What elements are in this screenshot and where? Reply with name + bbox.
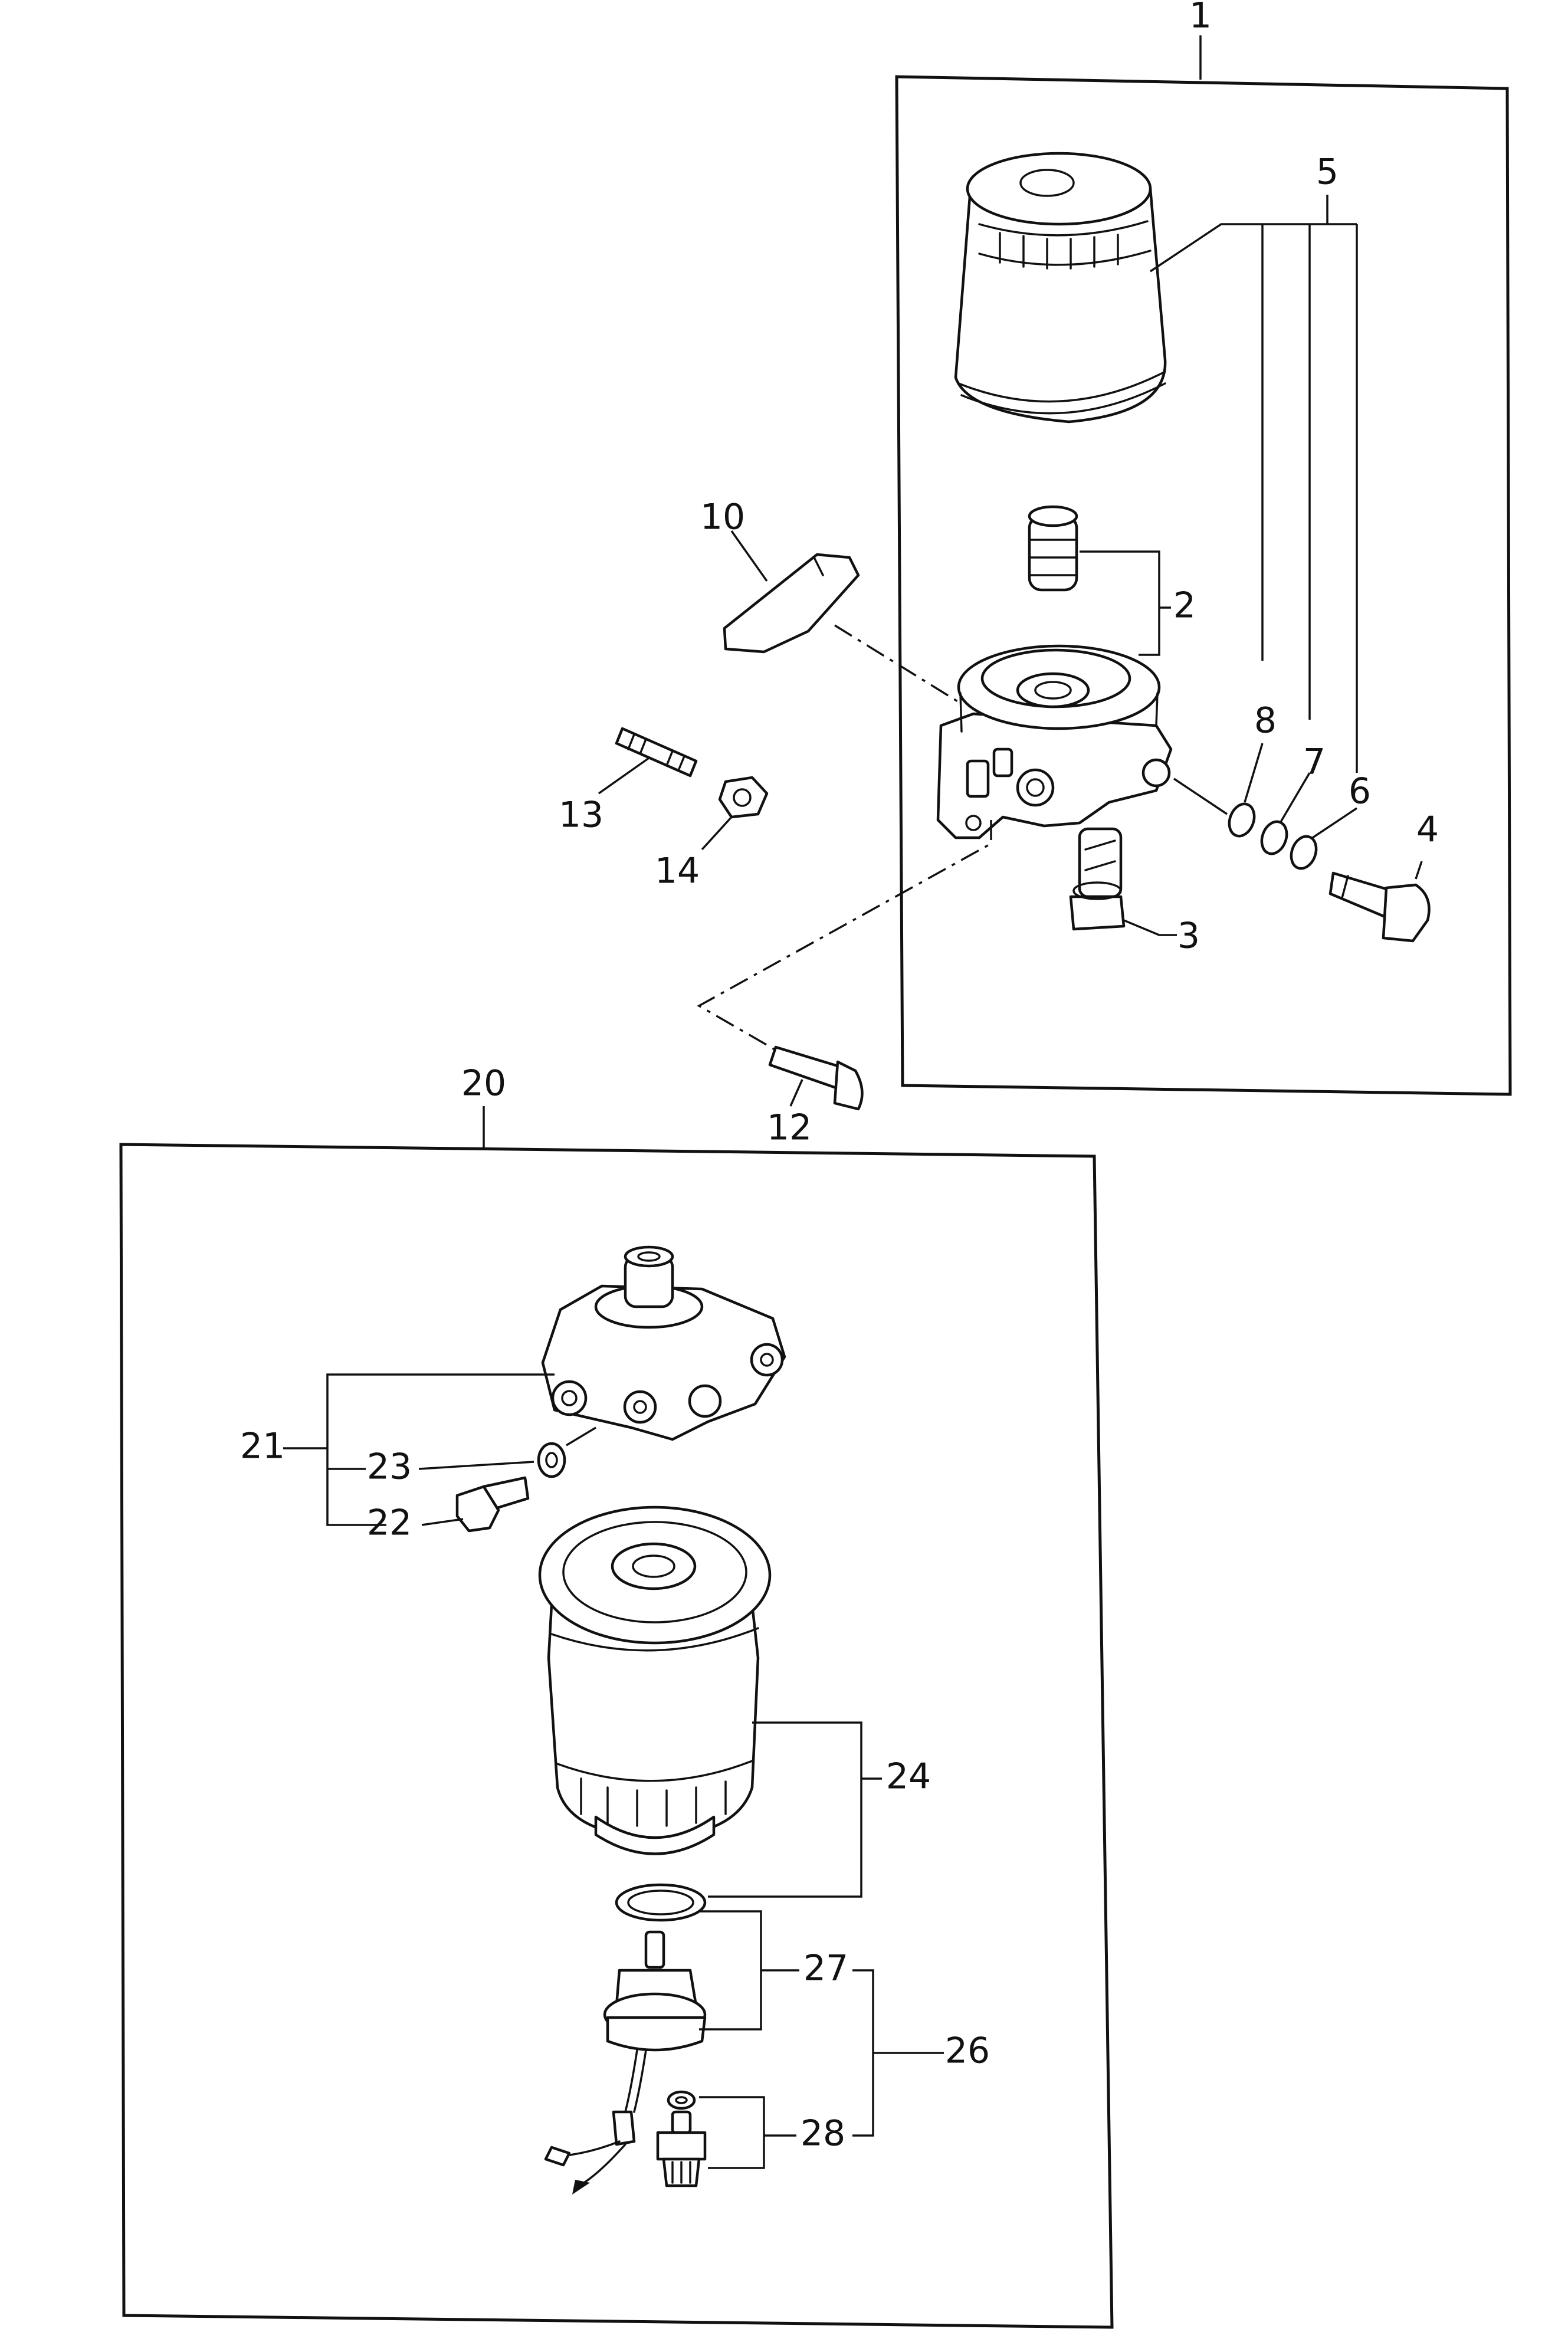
callout-13: 13 xyxy=(559,795,603,836)
callout-27: 27 xyxy=(803,1948,848,1989)
bolt xyxy=(768,1045,864,1111)
filter-head xyxy=(936,644,1173,839)
callout-26: 26 xyxy=(945,2031,990,2072)
callout-22: 22 xyxy=(367,1503,412,1544)
o-ring-7 xyxy=(1260,820,1288,855)
callout-6: 6 xyxy=(1349,771,1371,812)
assembly-1-group xyxy=(598,35,1512,1111)
nameplate xyxy=(723,553,860,654)
callout-2: 2 xyxy=(1173,585,1196,626)
filter-head-21 xyxy=(541,1245,786,1441)
callout-1: 1 xyxy=(1189,0,1212,37)
assembly-1-frame xyxy=(895,75,1512,1096)
filter-cartridge-24 xyxy=(538,1505,772,1855)
callout-20: 20 xyxy=(461,1063,506,1104)
spring-tube xyxy=(1028,505,1078,592)
callout-28: 28 xyxy=(801,2113,845,2154)
o-ring-6 xyxy=(1290,835,1318,870)
filter-cartridge xyxy=(954,152,1167,424)
callout-10: 10 xyxy=(700,497,745,538)
callout-23: 23 xyxy=(367,1446,412,1488)
callout-3: 3 xyxy=(1177,916,1200,957)
callout-8: 8 xyxy=(1254,700,1277,742)
bolt-22 xyxy=(455,1476,530,1533)
plug xyxy=(1328,871,1431,943)
callout-14: 14 xyxy=(655,851,700,892)
nut xyxy=(718,776,769,819)
callout-21: 21 xyxy=(240,1426,285,1467)
assembly-20-group xyxy=(119,1106,1114,2329)
stud-bolt xyxy=(615,727,698,778)
callout-4: 4 xyxy=(1416,809,1439,851)
banjo-bolt xyxy=(1069,827,1126,931)
callout-5: 5 xyxy=(1316,152,1339,193)
assembly-20-frame xyxy=(119,1143,1114,2329)
callout-12: 12 xyxy=(767,1107,812,1149)
callout-24: 24 xyxy=(886,1756,931,1797)
callout-7: 7 xyxy=(1303,742,1326,783)
drain-plug xyxy=(656,2090,707,2187)
washer xyxy=(537,1442,566,1478)
sensor-housing xyxy=(544,1930,707,2195)
o-ring-8 xyxy=(1228,802,1256,838)
